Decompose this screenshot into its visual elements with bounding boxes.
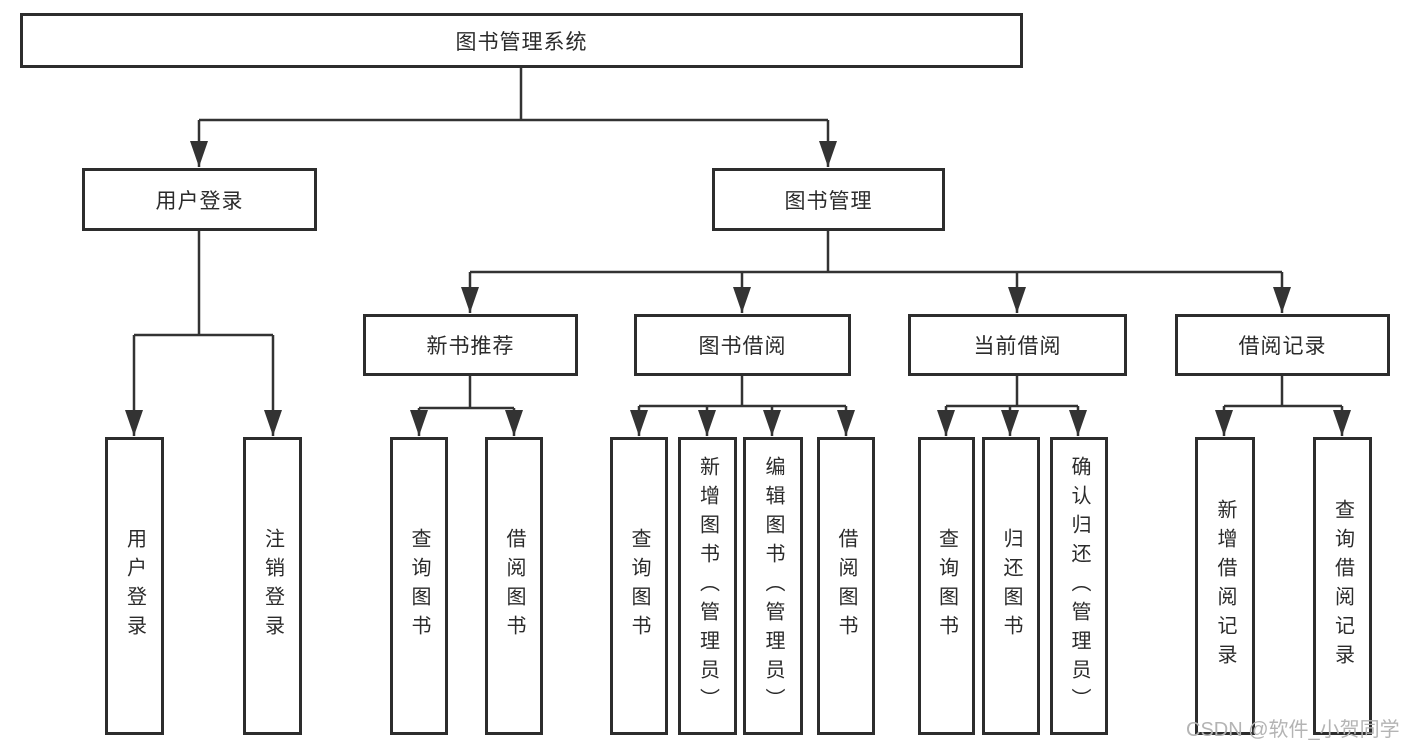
- leaf-br-query-record: 查询借阅记录: [1313, 437, 1372, 735]
- leaf-bb-query-books-label: 查询图书: [628, 528, 650, 644]
- leaf-nbr-query-books: 查询图书: [390, 437, 448, 735]
- stem-new-book-recommend: [419, 376, 514, 410]
- node-root: 图书管理系统: [20, 13, 1023, 68]
- stem-root: [199, 68, 828, 122]
- node-new-book-recommend: 新书推荐: [363, 314, 578, 376]
- leaf-br-add-record: 新增借阅记录: [1195, 437, 1255, 735]
- leaf-logout: 注销登录: [243, 437, 302, 735]
- stem-user-login: [134, 231, 273, 337]
- node-book-mgmt: 图书管理: [712, 168, 945, 231]
- node-book-borrow: 图书借阅: [634, 314, 851, 376]
- leaf-cb-query-books-label: 查询图书: [935, 528, 958, 644]
- node-user-login: 用户登录: [82, 168, 317, 231]
- node-user-login-label: 用户登录: [155, 189, 244, 213]
- leaf-bb-query-books: 查询图书: [610, 437, 668, 735]
- leaf-user-login: 用户登录: [105, 437, 164, 735]
- leaf-bb-edit-books-admin: 编辑图书（管理员）: [743, 437, 803, 735]
- leaf-nbr-query-books-label: 查询图书: [408, 528, 430, 644]
- node-new-book-recommend-label: 新书推荐: [426, 335, 515, 358]
- stem-book-borrow: [639, 376, 846, 408]
- node-book-borrow-label: 图书借阅: [698, 335, 787, 358]
- leaf-logout-label: 注销登录: [261, 528, 284, 644]
- stem-borrow-records: [1224, 376, 1342, 408]
- leaf-bb-edit-books-admin-label: 编辑图书（管理员）: [762, 455, 784, 717]
- leaf-cb-confirm-return-admin-label: 确认归还（管理员）: [1068, 455, 1090, 717]
- stem-book-mgmt: [470, 231, 1282, 274]
- node-book-mgmt-label: 图书管理: [784, 189, 873, 213]
- node-current-borrow: 当前借阅: [908, 314, 1127, 376]
- leaf-cb-query-books: 查询图书: [918, 437, 975, 735]
- leaf-bb-borrow-books: 借阅图书: [817, 437, 875, 735]
- leaf-br-add-record-label: 新增借阅记录: [1214, 499, 1236, 673]
- leaf-cb-confirm-return-admin: 确认归还（管理员）: [1050, 437, 1108, 735]
- leaf-user-login-label: 用户登录: [123, 528, 146, 644]
- stem-current-borrow: [946, 376, 1078, 408]
- leaf-bb-add-books-admin-label: 新增图书（管理员）: [696, 455, 719, 717]
- node-current-borrow-label: 当前借阅: [973, 335, 1062, 358]
- leaf-br-query-record-label: 查询借阅记录: [1331, 499, 1354, 673]
- csdn-watermark: CSDN @软件_小贺同学: [1186, 719, 1400, 741]
- node-borrow-records-label: 借阅记录: [1238, 335, 1327, 358]
- leaf-nbr-borrow-books-label: 借阅图书: [503, 528, 525, 644]
- leaf-bb-borrow-books-label: 借阅图书: [835, 528, 857, 644]
- leaf-bb-add-books-admin: 新增图书（管理员）: [678, 437, 737, 735]
- node-root-label: 图书管理系统: [455, 30, 588, 54]
- leaf-cb-return-books: 归还图书: [982, 437, 1040, 735]
- leaf-nbr-borrow-books: 借阅图书: [485, 437, 543, 735]
- leaf-cb-return-books-label: 归还图书: [1000, 528, 1022, 644]
- node-borrow-records: 借阅记录: [1175, 314, 1390, 376]
